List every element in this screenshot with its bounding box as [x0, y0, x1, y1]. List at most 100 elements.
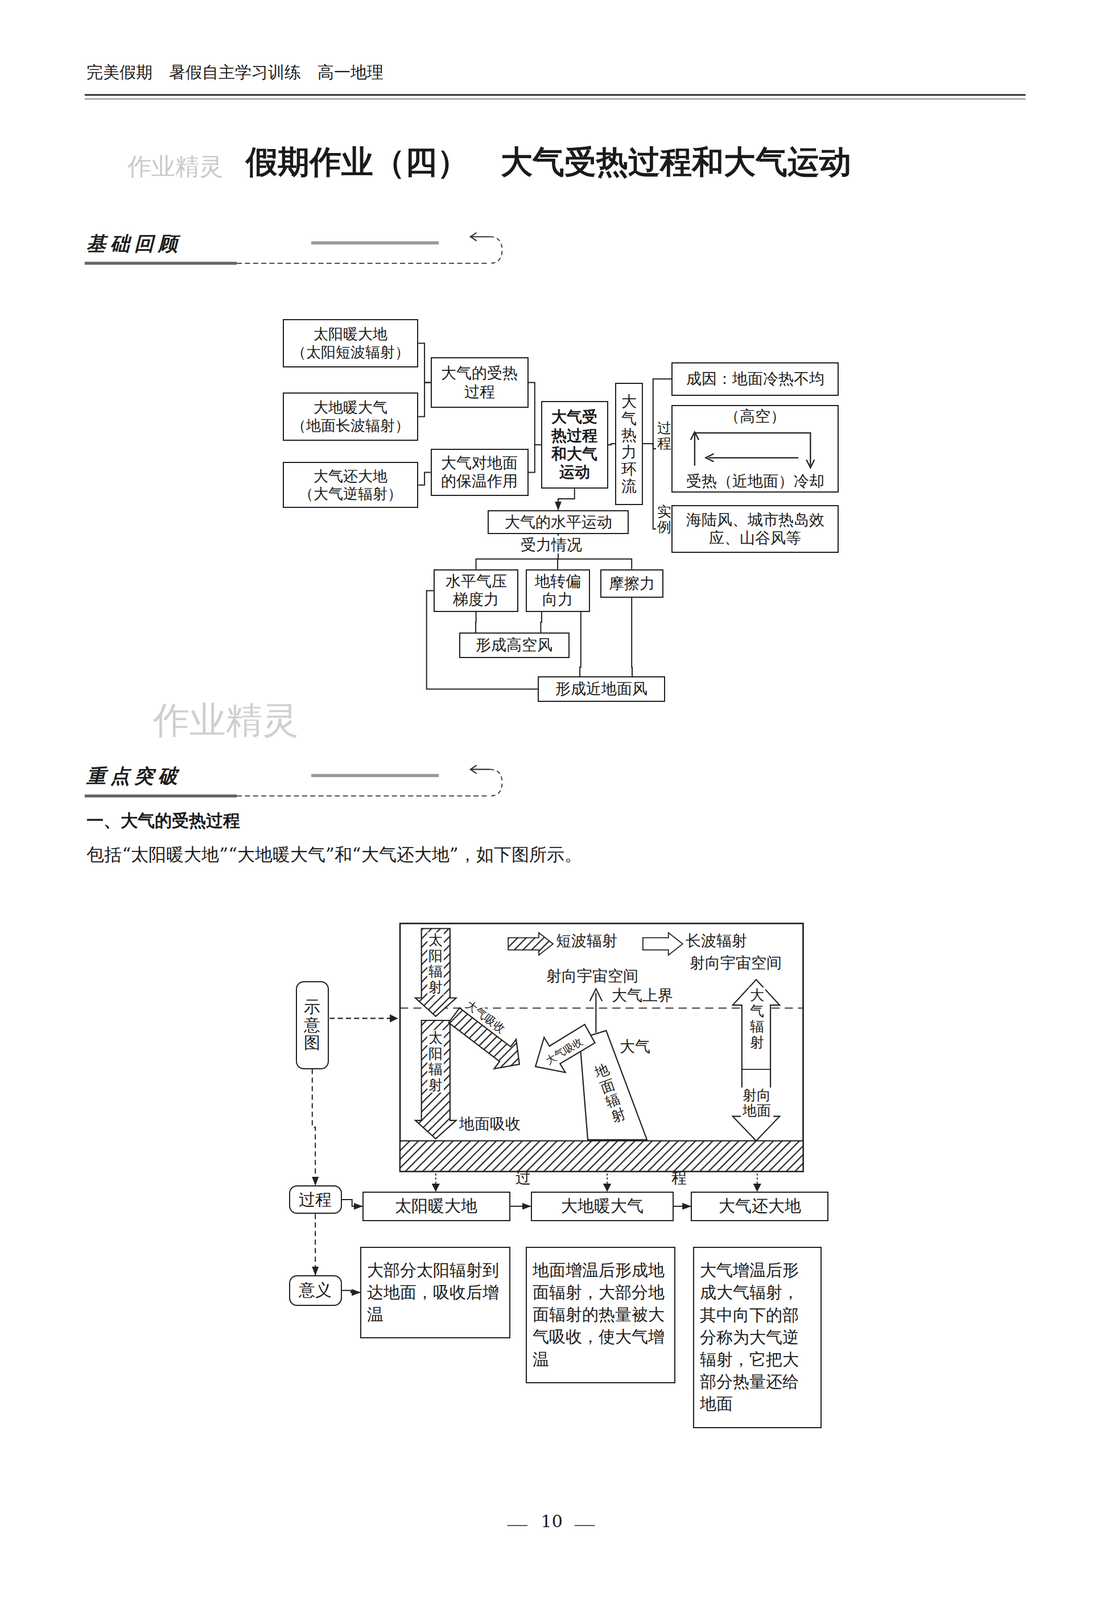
drawing-stroke [236, 262, 490, 265]
box-text: 大气受热过程和大气运动 [545, 407, 605, 482]
process-box: 地面增温后形成地面辐射，大部分地面辐射的热量被大气吸收，使大气增温 [525, 1247, 676, 1384]
process-box: 摩擦力 [600, 569, 664, 599]
drawing-stroke [705, 454, 714, 463]
drawing-stroke [84, 93, 1026, 96]
drawing-stroke [806, 459, 815, 468]
process-box: 大气的受热过程 [430, 357, 529, 409]
box-text: 受热（近地面）冷却 [686, 472, 825, 491]
connector [528, 382, 542, 445]
connector [341, 1199, 363, 1207]
connector [579, 612, 581, 677]
ground-label: 地面吸收 [459, 1115, 521, 1133]
process-box: 大气还大地（大气逆辐射） [282, 462, 419, 509]
connector [558, 488, 575, 511]
drawing-stroke [84, 261, 237, 265]
box-text: 大气的水平运动 [504, 513, 613, 532]
rounded-box: 示意图 [295, 981, 329, 1070]
box-text: 太阳暖大地 [313, 325, 388, 344]
box-text: 海陆风、城市热岛效应、山谷风等 [675, 510, 835, 548]
drawing-stroke [84, 98, 1026, 100]
box-text: 地转偏向力 [529, 572, 587, 610]
arrow-label: 太阳辐射 [427, 1030, 444, 1094]
drawing-stroke [606, 1173, 608, 1191]
section-heading: 重点突破 [86, 765, 183, 788]
rounded-box: 过程 [289, 1185, 342, 1215]
box-text: （太阳短波辐射） [291, 343, 410, 362]
process-box: 大气的水平运动 [487, 510, 629, 535]
connector [528, 444, 542, 473]
drawing-stroke [489, 769, 503, 797]
connector [631, 598, 633, 677]
connector [608, 443, 616, 445]
drawing-stroke [84, 765, 503, 797]
drawing-stroke [756, 1173, 758, 1191]
drawing-stroke [311, 774, 439, 778]
drawing-stroke [399, 1141, 803, 1173]
box-text: 过程 [298, 1190, 332, 1211]
drawing-stroke [470, 765, 490, 774]
connector [540, 612, 542, 633]
drawing-stroke [590, 988, 603, 1002]
boundary-label: 大气上界 [610, 986, 675, 1005]
box-text: 大气对地面的保温作用 [434, 454, 525, 492]
box-text: 大气的受热过程 [434, 364, 525, 402]
box-text: 大地暖大气 [313, 398, 388, 417]
drawing-stroke [489, 236, 503, 264]
page-number: 10 [541, 1512, 563, 1533]
connector [418, 343, 431, 383]
drawing-stroke [732, 979, 781, 1141]
process-box: 大气对地面的保温作用 [430, 448, 529, 497]
drawing-stroke [741, 1069, 771, 1071]
drawing-stroke [236, 795, 490, 797]
arrow-label: 大气辐射 [748, 987, 766, 1051]
watermark: 作业精灵 [153, 699, 299, 742]
subheading: 一、大气的受热过程 [86, 811, 241, 832]
arrow-label: 射向地面 [740, 1087, 774, 1120]
box-text: 水平气压梯度力 [437, 572, 515, 610]
process-box: 大地暖大气（地面长波辐射） [282, 392, 419, 441]
process-box: 海陆风、城市热岛效应、山谷风等 [671, 505, 839, 554]
box-text: （地面长波辐射） [291, 417, 410, 435]
box-text: 大地暖大气 [561, 1196, 644, 1217]
running-header: 完美假期 暑假自主学习训练 高一地理 [86, 63, 384, 82]
drawing-stroke [708, 457, 799, 459]
process-label: 过 [515, 1169, 531, 1187]
box-text: 大气还大地 [313, 467, 388, 486]
process-box: 太阳暖大地（太阳短波辐射） [282, 319, 419, 367]
process-box: （高空） 受热（近地面）冷却 [671, 405, 839, 493]
process-box: 大气增温后形成大气辐射，其中向下的部分称为大气逆辐射，它把大部分热量还给地面 [693, 1247, 822, 1429]
legend-text: 长波辐射 [685, 930, 748, 952]
process-box: 大地暖大气 [530, 1192, 674, 1222]
section-heading: 基础回顾 [86, 232, 183, 255]
connector [418, 382, 431, 418]
example-label: 实例 [656, 504, 673, 536]
process-box: 大部分太阳辐射到达地面，吸收后增温 [360, 1247, 511, 1339]
connector [475, 612, 477, 633]
box-text: 大气热力环流 [621, 393, 637, 495]
force-label: 受力情况 [519, 535, 584, 554]
process-box: 成因：地面冷热不均 [671, 362, 839, 397]
drawing-stroke [506, 1525, 528, 1527]
drawing-stroke [84, 794, 237, 798]
process-label: 程 [671, 1169, 687, 1187]
drawing-stroke [435, 1173, 437, 1191]
drawing-stroke [574, 1525, 596, 1527]
process-box: 大气受热过程和大气运动 [541, 401, 609, 489]
drawing-stroke [694, 432, 811, 466]
process-box: 大气热力环流 [615, 382, 643, 506]
drawing-stroke [470, 232, 490, 241]
process-box: 形成高空风 [459, 632, 570, 659]
box-text: 地面增温后形成地面辐射，大部分地面辐射的热量被大气吸收，使大气增温 [532, 1259, 670, 1372]
box-text: （高空） [724, 407, 786, 426]
box-text: 大部分太阳辐射到达地面，吸收后增温 [366, 1259, 504, 1327]
process-box: 地转偏向力 [525, 569, 591, 613]
region-label: 大气 [619, 1037, 651, 1056]
drawing-stroke [415, 1020, 457, 1140]
drawing-stroke [535, 1024, 596, 1073]
box-text: 形成高空风 [475, 636, 553, 655]
connector [341, 1291, 361, 1294]
box-text: 成因：地面冷热不均 [686, 369, 825, 389]
legend-note: 射向宇宙空间 [689, 954, 782, 972]
process-box: 形成近地面风 [537, 676, 666, 703]
